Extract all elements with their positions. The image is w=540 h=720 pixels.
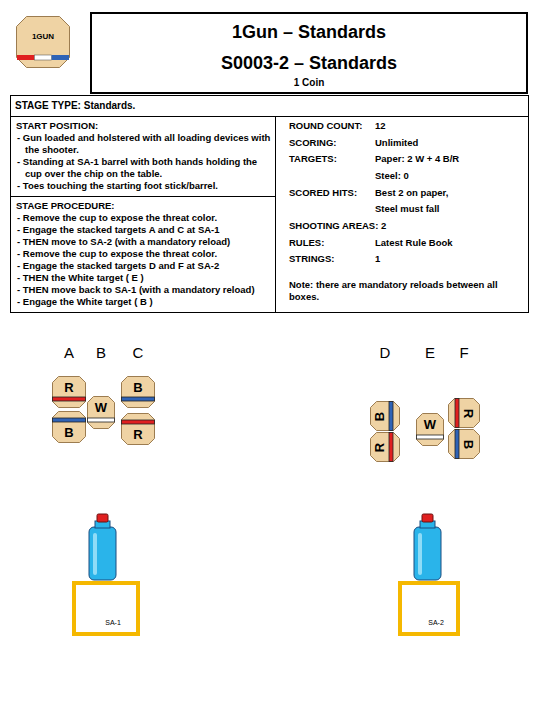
cell-text: START POSITION:	[16, 120, 271, 132]
barrel-sa2	[414, 514, 441, 580]
target-band	[122, 420, 155, 424]
logo-target: 1GUN	[16, 16, 70, 68]
target-outline	[417, 414, 444, 446]
target-label: E	[425, 344, 435, 361]
cell-text: - THEN the White target ( E )	[16, 272, 271, 284]
info-cell: ROUND COUNT:12SCORING:UnlimitedTARGETS:P…	[275, 116, 529, 313]
logo-outline	[17, 17, 70, 68]
cell-text: 1	[375, 253, 523, 270]
target-band	[122, 397, 155, 401]
area-name: SA-1	[105, 619, 121, 626]
target-outline	[122, 377, 155, 408]
target-outline	[53, 377, 86, 408]
area-name: SA-2	[428, 619, 444, 626]
paper-target: B	[370, 401, 400, 431]
cell-text: - Gun loaded and holstered with all load…	[16, 132, 271, 156]
target-band	[417, 435, 444, 439]
cell-text: Steel must fall	[375, 203, 523, 220]
shooting-area-box: SA-1	[72, 581, 140, 636]
target-label: D	[380, 344, 391, 361]
logo-band-white	[34, 55, 51, 60]
target-band	[455, 430, 459, 459]
target-outline	[53, 412, 86, 443]
target-label: F	[459, 344, 468, 361]
cell-text: SHOOTING AREAS: 2	[289, 220, 523, 237]
paper-target: R	[370, 432, 400, 462]
target-letter: W	[424, 417, 436, 432]
cell-text: SCORING:	[289, 137, 375, 154]
target-label: A	[64, 344, 74, 361]
cell-text: 12	[375, 120, 523, 137]
logo-shape	[16, 16, 70, 68]
target-outline	[88, 397, 115, 429]
target-outline	[449, 430, 480, 459]
paper-target: R	[121, 413, 155, 445]
target-letter: R	[372, 442, 387, 451]
target-letter: R	[461, 408, 476, 417]
cell-text: - Engage the White target ( B )	[16, 296, 271, 308]
target-band	[88, 418, 115, 422]
target-letter: W	[95, 400, 107, 415]
paper-target: B	[52, 411, 86, 443]
target-label: B	[96, 344, 106, 361]
cell-text: STRINGS:	[289, 253, 375, 270]
target-letter: R	[133, 427, 142, 442]
cell-text: Note: there are mandatory reloads betwee…	[289, 279, 523, 308]
stage-type-row: STAGE TYPE: Standards.	[10, 95, 529, 117]
cell-text: - Standing at SA-1 barrel with both hand…	[16, 156, 271, 180]
paper-target: B	[448, 429, 480, 459]
cell-text: - Engage the stacked targets A and C at …	[16, 224, 271, 236]
target-letter: B	[461, 439, 476, 448]
cell-text: - THEN move to SA-2 (with a mandatory re…	[16, 236, 271, 248]
cell-text: - THEN move back to SA-1 (with a mandato…	[16, 284, 271, 296]
shooting-area-box: SA-2	[398, 581, 460, 636]
target-outline	[449, 399, 480, 428]
paper-target: W	[416, 413, 444, 446]
target-outline	[122, 414, 155, 445]
cell-text: ROUND COUNT:	[289, 120, 375, 137]
target-label: C	[133, 344, 144, 361]
stage-procedure-cell: STAGE PROCEDURE:- Remove the cup to expo…	[10, 196, 277, 313]
cell-text: Paper: 2 W + 4 B/R	[375, 153, 523, 170]
cell-text: - Remove the cup to expose the threat co…	[16, 212, 271, 224]
cell-text: Best 2 on paper,	[375, 187, 523, 204]
paper-target: R	[52, 376, 86, 408]
cell-text: - Engage the stacked targets D and F at …	[16, 260, 271, 272]
paper-target: B	[121, 376, 155, 408]
logo-band-red	[17, 55, 34, 60]
page-title: 1Gun – Standards	[92, 21, 526, 43]
coin-count: 1 Coin	[92, 77, 526, 89]
target-outline	[371, 433, 400, 462]
paper-target: R	[448, 398, 480, 428]
target-letter: R	[64, 380, 73, 395]
logo-text: 1GUN	[32, 32, 54, 41]
cell-text: Latest Rule Book	[375, 237, 523, 254]
paper-target: W	[87, 396, 115, 429]
stage-code: S0003-2 – Standards	[92, 52, 526, 74]
start-position-cell: START POSITION:- Gun loaded and holstere…	[10, 116, 277, 197]
target-band	[53, 397, 86, 401]
barrel-sa1	[89, 514, 116, 580]
target-letter: B	[64, 425, 73, 440]
cell-text: Steel: 0	[375, 170, 523, 187]
logo-band-blue	[52, 55, 69, 60]
target-letter: B	[372, 411, 387, 420]
cell-text: STAGE PROCEDURE:	[16, 200, 271, 212]
cell-text: STAGE TYPE: Standards.	[15, 99, 524, 112]
target-band	[389, 402, 393, 431]
target-band	[455, 399, 459, 428]
cell-text: SCORED HITS:	[289, 187, 375, 204]
target-outline	[371, 402, 400, 431]
target-band	[53, 418, 86, 422]
cell-text: TARGETS:	[289, 153, 375, 170]
target-letter: B	[133, 380, 142, 395]
cell-text: Unlimited	[375, 137, 523, 154]
cell-text: RULES:	[289, 237, 375, 254]
cell-text: - Toes touching the starting foot stick/…	[16, 180, 271, 192]
target-band	[389, 433, 393, 462]
cell-text: - Remove the cup to expose the threat co…	[16, 248, 271, 260]
